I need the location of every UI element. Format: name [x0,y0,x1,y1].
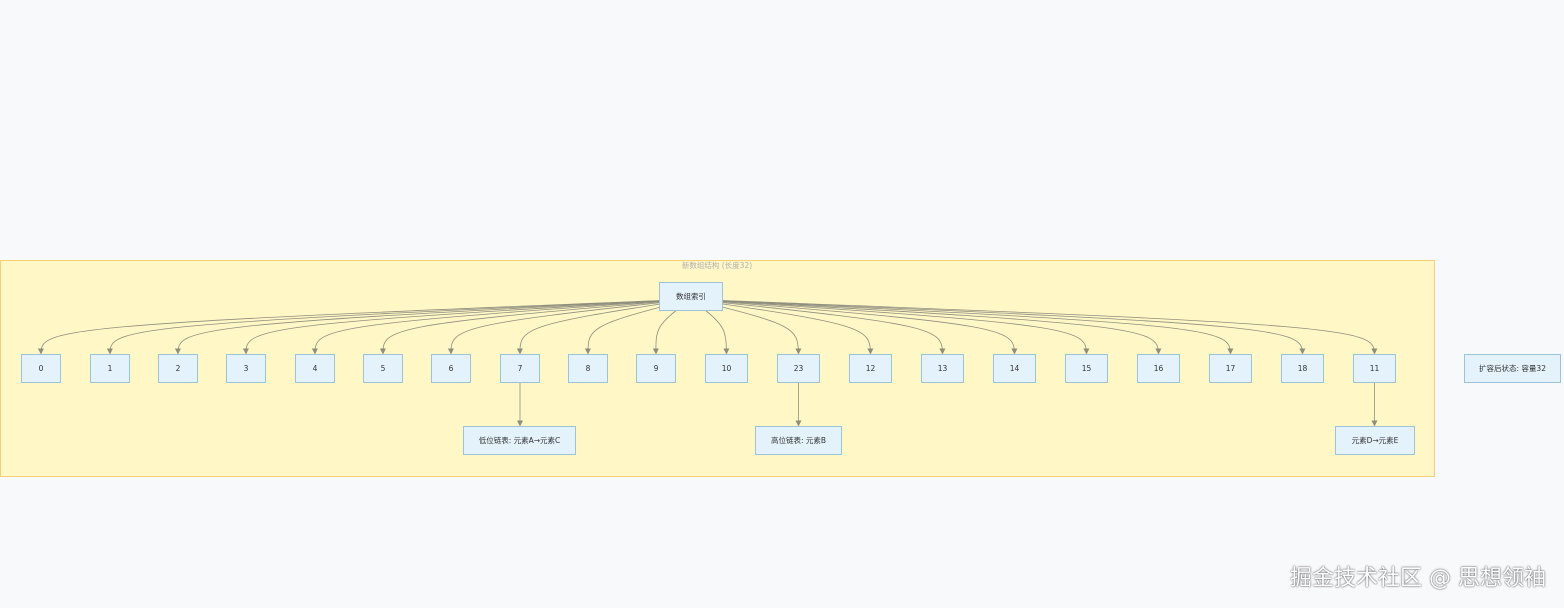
index-node-label: 23 [794,364,804,373]
index-node-18[interactable]: 18 [1281,354,1324,383]
index-node-label: 3 [244,364,249,373]
index-node-box [636,354,676,383]
index-node-box [226,354,266,383]
index-node-label: 7 [518,364,523,373]
index-node-label: 5 [381,364,386,373]
index-node-label: 10 [722,364,732,373]
index-node-label: 11 [1370,364,1380,373]
edge-root-to-4 [311,300,675,355]
edge-root-to-5 [379,300,678,355]
root-node-label: 数组索引 [676,291,706,301]
index-node-12[interactable]: 12 [849,354,892,383]
index-node-box [295,354,335,383]
index-node-box [993,354,1036,383]
watermark: 掘金技术社区 @ 思想领袖 [1290,566,1546,591]
cluster-title: 新数组结构 (长度32) [682,260,752,270]
edge-root-to-1 [106,300,665,355]
index-node-label: 16 [1154,364,1164,373]
index-node-3[interactable]: 3 [226,354,266,383]
index-node-17[interactable]: 17 [1209,354,1252,383]
edge-root-to-12 [698,300,874,355]
edge-root-to-14 [705,300,1018,355]
index-node-label: 17 [1226,364,1236,373]
edge-root-to-6 [447,300,681,355]
index-node-5[interactable]: 5 [363,354,403,383]
index-node-label: 12 [866,364,876,373]
index-node-9[interactable]: 9 [636,354,676,383]
index-node-8[interactable]: 8 [568,354,608,383]
index-node-label: 0 [39,364,44,373]
status-node[interactable]: 扩容后状态: 容量32 [1464,354,1561,383]
index-node-4[interactable]: 4 [295,354,335,383]
edge-root-to-3 [242,300,671,355]
index-node-box [568,354,608,383]
index-node-1[interactable]: 1 [90,354,130,383]
index-node-box [158,354,198,383]
index-node-box [921,354,964,383]
index-node-box [777,354,820,383]
index-node-label: 13 [938,364,948,373]
index-node-box [1209,354,1252,383]
index-node-box [1281,354,1324,383]
index-node-box [849,354,892,383]
index-node-box [21,354,61,383]
index-node-label: 9 [654,364,659,373]
status-node-label: 扩容后状态: 容量32 [1479,363,1546,373]
edge-root-to-7 [516,300,684,355]
index-node-10[interactable]: 10 [705,354,748,383]
chain-node-11[interactable]: 元素D→元素E [1335,426,1415,455]
index-node-0[interactable]: 0 [21,354,61,383]
index-node-box [431,354,471,383]
edges-layer [37,300,1378,427]
index-node-box [90,354,130,383]
index-node-label: 8 [586,364,591,373]
index-node-label: 6 [449,364,454,373]
index-node-label: 2 [176,364,181,373]
index-node-box [1137,354,1180,383]
index-node-13[interactable]: 13 [921,354,964,383]
edge-root-to-16 [711,300,1162,355]
edge-root-to-0 [37,300,662,355]
index-node-16[interactable]: 16 [1137,354,1180,383]
edge-root-to-11 [721,300,1378,355]
status-node-box [1464,354,1561,383]
index-node-23[interactable]: 23 [777,354,820,383]
chain-node-label: 元素D→元素E [1352,435,1399,445]
index-node-box [363,354,403,383]
edge-root-to-23 [695,300,802,355]
index-node-box [1353,354,1396,383]
index-node-label: 4 [313,364,318,373]
edge-root-to-13 [702,300,946,355]
index-node-label: 15 [1082,364,1092,373]
index-node-label: 1 [108,364,113,373]
chain-nodes-layer: 低位链表: 元素A→元素C 高位链表: 元素B 元素D→元素E [463,426,1415,455]
index-node-label: 18 [1298,364,1308,373]
chain-node-box [755,426,842,455]
index-node-box [500,354,540,383]
chain-node-7[interactable]: 低位链表: 元素A→元素C [463,426,576,455]
edge-root-to-15 [708,300,1090,355]
index-node-14[interactable]: 14 [993,354,1036,383]
index-node-2[interactable]: 2 [158,354,198,383]
index-node-label: 14 [1010,364,1020,373]
chain-node-label: 高位链表: 元素B [771,435,826,445]
index-node-box [705,354,748,383]
root-node-box [659,282,723,311]
chain-node-box [1335,426,1415,455]
index-node-6[interactable]: 6 [431,354,471,383]
chain-node-23[interactable]: 高位链表: 元素B [755,426,842,455]
index-node-11[interactable]: 11 [1353,354,1396,383]
chain-node-label: 低位链表: 元素A→元素C [479,435,561,445]
edge-root-to-17 [715,300,1234,355]
edge-root-to-18 [718,300,1306,355]
chain-node-box [463,426,576,455]
edge-root-to-8 [584,300,687,355]
index-node-15[interactable]: 15 [1065,354,1108,383]
edge-root-to-2 [174,300,668,355]
index-node-7[interactable]: 7 [500,354,540,383]
root-node[interactable]: 数组索引 [659,282,723,311]
index-node-box [1065,354,1108,383]
